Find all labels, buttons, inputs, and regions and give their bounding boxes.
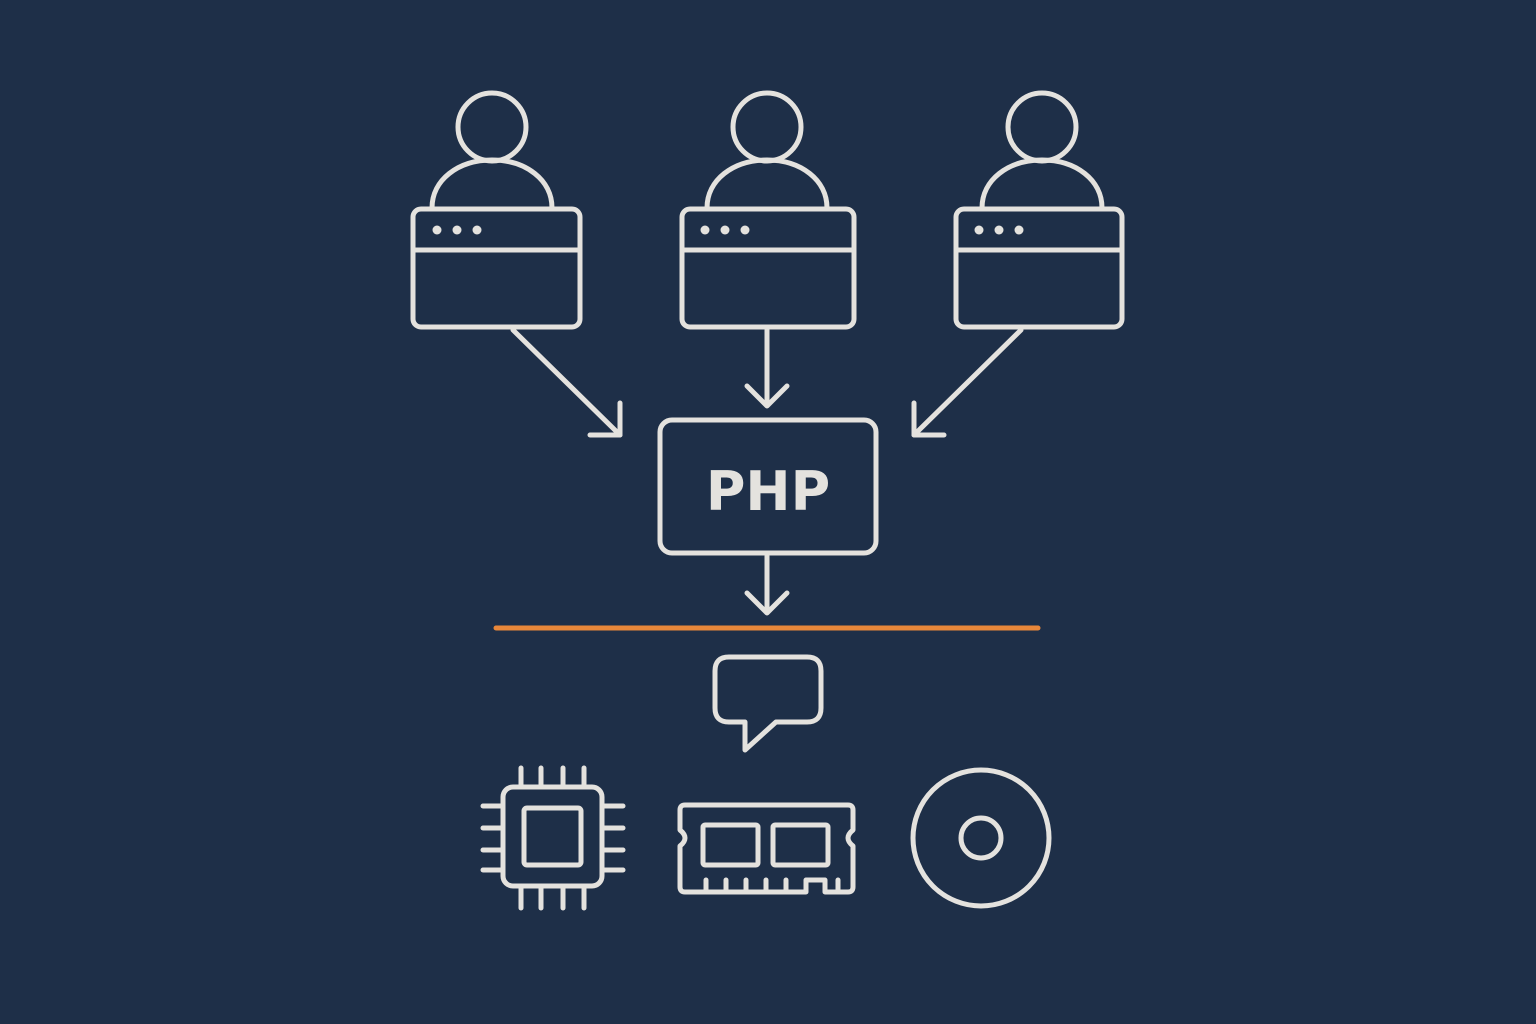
client-user-browser-icon bbox=[410, 90, 583, 330]
client-user-browser-icon bbox=[953, 90, 1125, 330]
speech-bubble-icon bbox=[712, 654, 824, 753]
arrow-right-to-server bbox=[911, 327, 1024, 438]
ram-module-icon bbox=[677, 802, 856, 895]
php-server-box: PHP bbox=[657, 417, 879, 556]
php-label: PHP bbox=[706, 460, 830, 523]
arrow-center-to-server bbox=[744, 327, 790, 409]
arrow-server-to-resources bbox=[744, 553, 790, 616]
cpu-chip-icon bbox=[480, 765, 626, 911]
client-user-browser-icon bbox=[679, 90, 857, 330]
arrow-left-to-server bbox=[510, 327, 623, 438]
disk-icon bbox=[910, 767, 1052, 909]
